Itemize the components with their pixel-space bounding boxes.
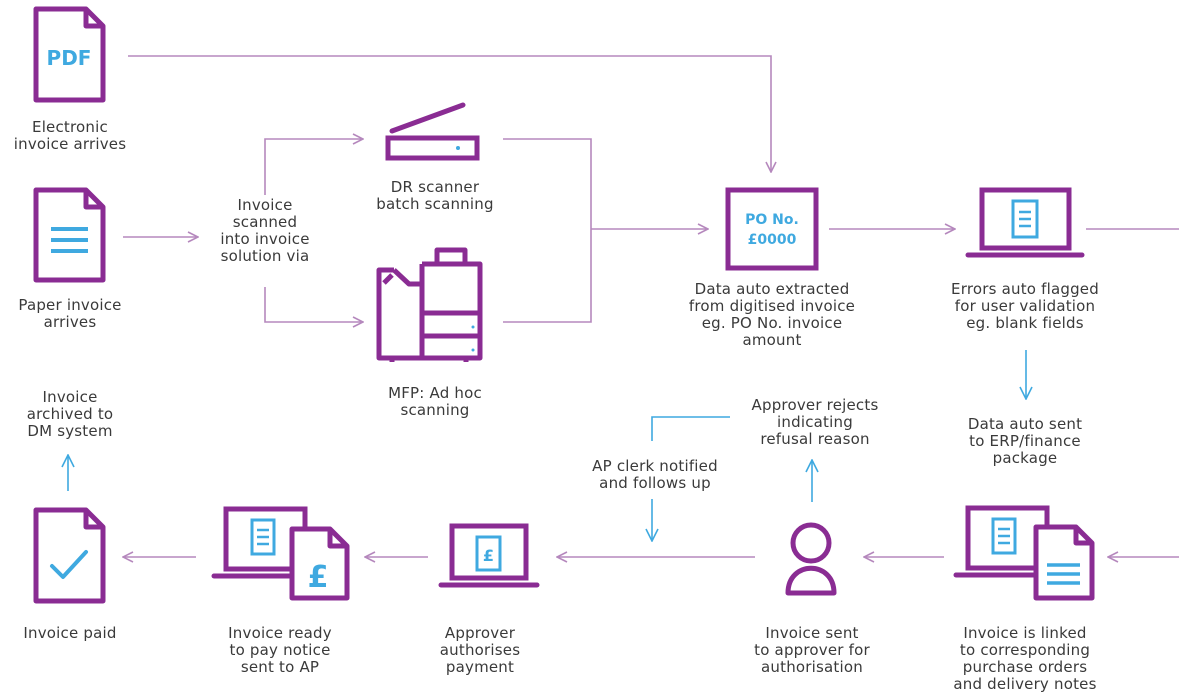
laptop-linked-documents-icon — [953, 505, 1095, 601]
line-dr-to-merge — [503, 138, 592, 323]
label-approver-rejects: Approver rejects indicating refusal reas… — [751, 396, 879, 448]
pound-sign-large: £ — [308, 560, 329, 595]
label-approver-authorises: Approver authorises payment — [439, 624, 521, 676]
arrow-scan-to-dr — [264, 139, 363, 195]
pound-sign-small: £ — [483, 546, 494, 565]
label-sent-to-approver: Invoice sent to approver for authorisati… — [754, 624, 870, 676]
label-errors-flagged: Errors auto flagged for user validation … — [951, 280, 1099, 332]
mfp-printer-icon — [376, 247, 483, 362]
paid-document-check-icon — [33, 507, 106, 604]
label-invoice-linked: Invoice is linked to corresponding purch… — [953, 624, 1097, 693]
label-ap-clerk: AP clerk notified and follows up — [592, 457, 718, 492]
label-paper-invoice: Paper invoice arrives — [18, 296, 122, 331]
label-electronic-invoice: Electronic invoice arrives — [13, 118, 127, 153]
label-data-extracted: Data auto extracted from digitised invoi… — [688, 280, 856, 349]
pdf-label: PDF — [47, 46, 92, 70]
connectors-blue — [68, 350, 1026, 541]
po-amount: £0000 — [748, 232, 797, 248]
scanner-icon — [385, 102, 480, 161]
arrow-reject-to-clerk — [651, 416, 730, 441]
arrow-scan-to-mfp — [264, 287, 363, 322]
laptop-document-icon — [965, 187, 1085, 258]
label-invoice-paid: Invoice paid — [23, 624, 117, 642]
laptop-payment-notice-icon: £ — [211, 506, 350, 601]
paper-document-icon — [33, 187, 106, 283]
person-approver-icon — [785, 522, 837, 596]
connectors-purple — [123, 55, 1179, 557]
label-mfp: MFP: Ad hoc scanning — [388, 384, 482, 419]
label-ready-to-pay: Invoice ready to pay notice sent to AP — [228, 624, 332, 676]
po-label: PO No. — [745, 212, 799, 228]
label-dr-scanner: DR scanner batch scanning — [376, 178, 494, 213]
label-invoice-archived: Invoice archived to DM system — [26, 388, 114, 440]
pdf-document-icon: PDF — [33, 6, 106, 103]
label-scanned-via: Invoice scanned into invoice solution vi… — [220, 196, 310, 265]
label-data-sent-erp: Data auto sent to ERP/finance package — [967, 415, 1083, 467]
arrow-electronic-to-po — [128, 55, 771, 172]
laptop-pound-icon: £ — [438, 523, 540, 588]
po-number-icon: PO No. £0000 — [725, 187, 819, 271]
